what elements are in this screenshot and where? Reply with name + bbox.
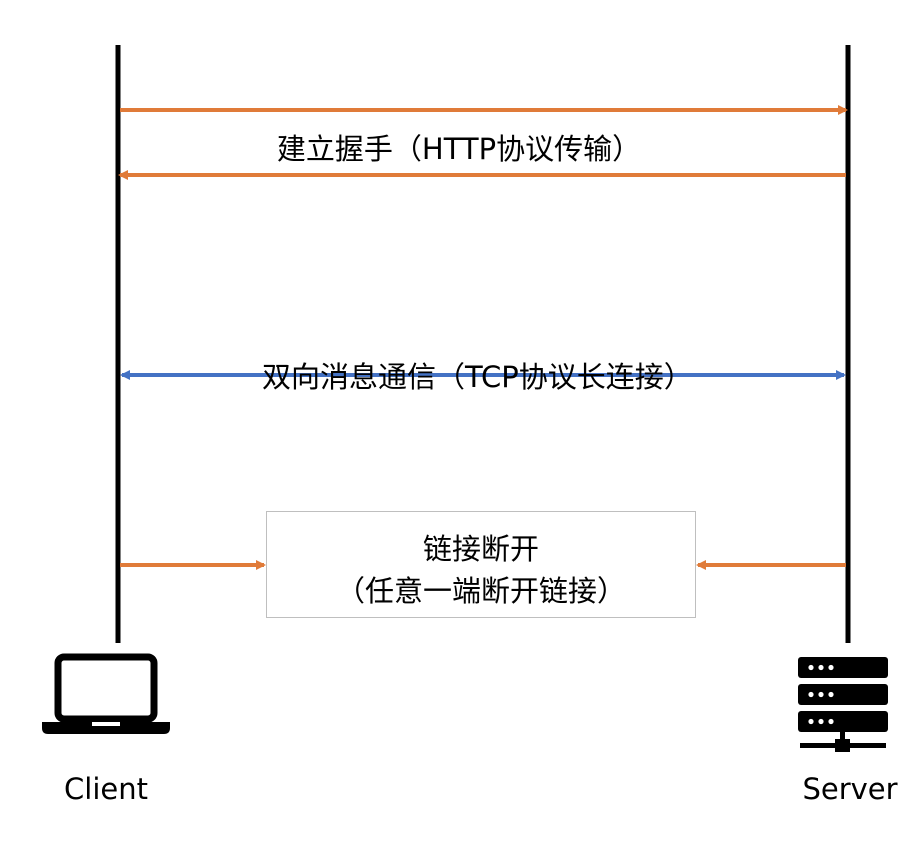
client-label: Client: [64, 772, 148, 806]
close-subtitle: （任意一端断开链接）: [335, 574, 626, 608]
duplex-label: 双向消息通信（TCP协议长连接）: [262, 360, 693, 394]
connection-close-box: 链接断开 （任意一端断开链接）: [266, 511, 696, 618]
laptop-icon: [42, 653, 170, 734]
close-title: 链接断开: [422, 532, 539, 566]
handshake-label: 建立握手（HTTP协议传输）: [276, 132, 642, 166]
server-rack-icon: [798, 657, 888, 752]
server-label: Server: [802, 772, 898, 806]
